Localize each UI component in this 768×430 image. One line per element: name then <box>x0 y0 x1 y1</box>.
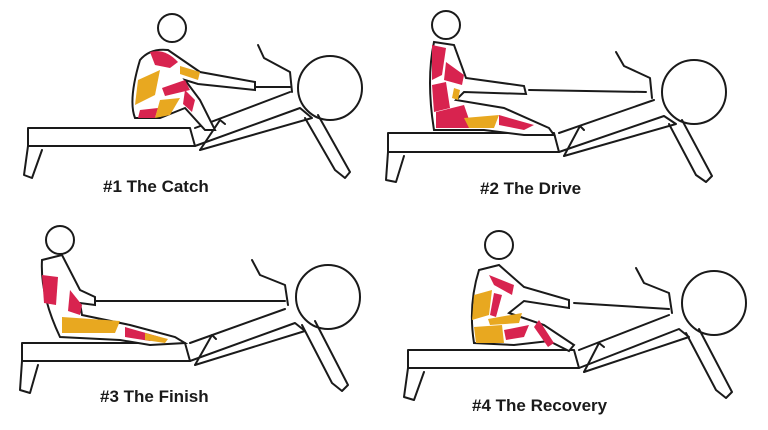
rowing-machine <box>19 259 361 394</box>
panel-caption: #3 The Finish <box>100 387 209 406</box>
panel-finish: #3 The Finish <box>0 215 384 430</box>
rowing-machine <box>403 267 747 401</box>
rower-finish-illustration <box>19 225 361 394</box>
panel-caption: #2 The Drive <box>480 179 582 198</box>
rower-catch-illustration <box>23 13 363 179</box>
panel-drive: #2 The Drive <box>384 0 768 215</box>
rowing-machine <box>385 51 727 183</box>
muscle-highlights <box>42 275 168 343</box>
rower-drive-illustration <box>385 10 727 183</box>
rower-recovery-illustration <box>403 230 747 401</box>
panel-recovery: #4 The Recovery <box>384 215 768 430</box>
muscle-highlights <box>472 275 554 347</box>
panel-caption: #1 The Catch <box>103 177 209 196</box>
panel-caption: #4 The Recovery <box>472 396 608 415</box>
panel-catch: #1 The Catch <box>0 0 384 215</box>
muscle-highlights <box>432 45 534 130</box>
muscle-highlights <box>135 51 200 118</box>
